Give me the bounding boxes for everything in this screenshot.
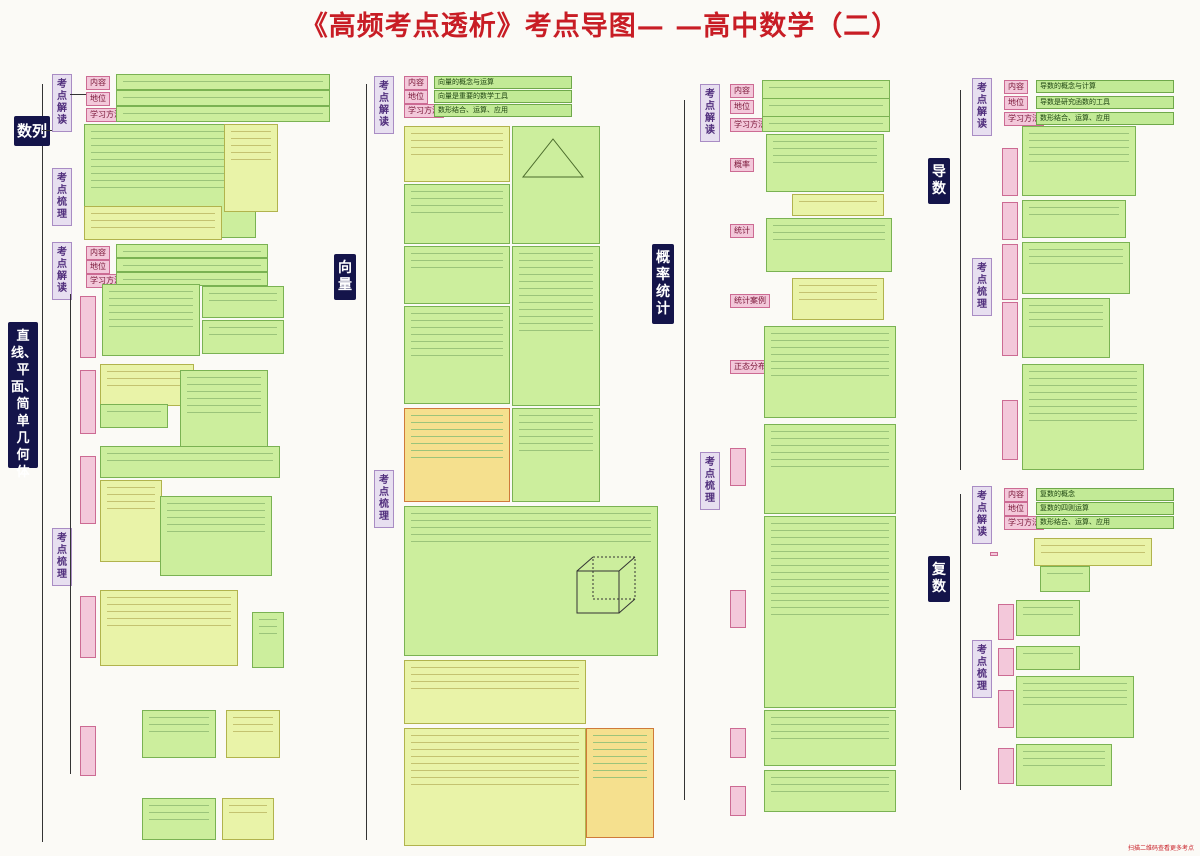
- prob-part-1: 概率: [730, 158, 754, 172]
- prob-part-2: 统计: [730, 224, 754, 238]
- section-outline-2: 考点梳理: [52, 528, 72, 586]
- topic-probability: 概率统计: [652, 244, 674, 324]
- triangle-figure: [521, 138, 585, 178]
- cube-figure: [576, 556, 636, 614]
- section-interpretation-4: 考点解读: [700, 84, 720, 142]
- topic-vector: 向量: [334, 254, 356, 300]
- section-interpretation-5: 考点解读: [972, 78, 992, 136]
- section-interpretation-6: 考点解读: [972, 486, 992, 544]
- topic-derivative: 导数: [928, 158, 950, 204]
- spine-line: [42, 84, 43, 842]
- topic-geometry: 直线、平面、简单几何体: [8, 322, 38, 480]
- page-title: 《高频考点透析》考点导图— —高中数学（二）: [300, 11, 900, 42]
- label-status: 地位: [86, 92, 110, 106]
- section-outline-3: 考点梳理: [374, 470, 394, 528]
- complex-method: 数形结合、运算、应用: [1036, 516, 1174, 529]
- vector-method: 数形结合、运算、应用: [434, 104, 572, 117]
- section-interpretation: 考点解读: [52, 74, 72, 132]
- section-outline-4: 考点梳理: [700, 452, 720, 510]
- section-outline-6: 考点梳理: [972, 640, 992, 698]
- derivative-content: 导数的概念与计算: [1036, 80, 1174, 93]
- topic-complex: 复数: [928, 556, 950, 602]
- prob-part-3: 统计案例: [730, 294, 770, 308]
- vector-status: 向量是重要的数学工具: [434, 90, 572, 103]
- label-content: 内容: [86, 76, 110, 90]
- derivative-method: 数形结合、运算、应用: [1036, 112, 1174, 125]
- vector-content: 向量的概念与运算: [434, 76, 572, 89]
- section-interpretation-2: 考点解读: [52, 242, 72, 300]
- complex-content: 复数的概念: [1036, 488, 1174, 501]
- section-interpretation-3: 考点解读: [374, 76, 394, 134]
- derivative-status: 导数是研究函数的工具: [1036, 96, 1174, 109]
- complex-status: 复数的四则运算: [1036, 502, 1174, 515]
- prob-part-4: 正态分布: [730, 360, 770, 374]
- footer-note: 扫描二维码查看更多考点: [1127, 845, 1194, 852]
- topic-sequence: 数列: [14, 116, 51, 146]
- section-outline-5: 考点梳理: [972, 258, 992, 316]
- section-outline: 考点梳理: [52, 168, 72, 226]
